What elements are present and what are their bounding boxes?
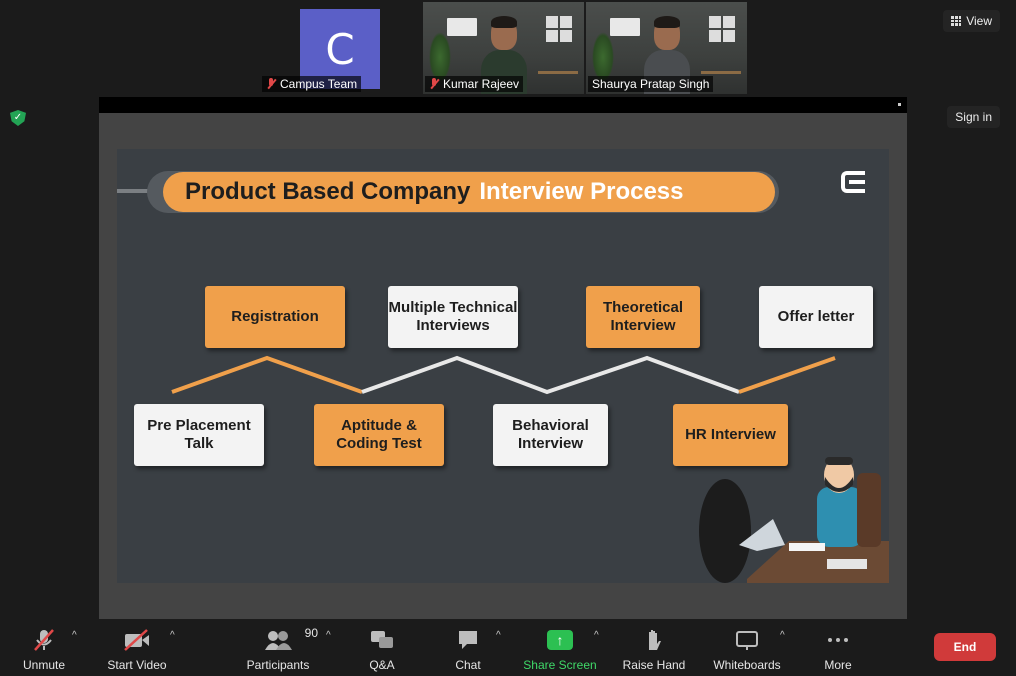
chat-icon bbox=[459, 631, 477, 649]
more-button[interactable]: More bbox=[820, 624, 856, 672]
share-screen-icon: ↑ bbox=[547, 630, 573, 650]
step-hr-interview: HR Interview bbox=[673, 404, 788, 466]
raise-hand-button[interactable]: Raise Hand bbox=[622, 624, 686, 672]
unmute-label: Unmute bbox=[22, 658, 66, 672]
end-meeting-button[interactable]: End bbox=[934, 633, 996, 661]
participant-name: Kumar Rajeev bbox=[443, 77, 520, 91]
candidate-silhouette bbox=[699, 479, 751, 583]
interviewer-beard bbox=[825, 477, 853, 492]
shared-screen: Product Based Company Interview Process … bbox=[99, 113, 907, 619]
brand-logo-icon bbox=[841, 171, 865, 193]
mic-muted-icon bbox=[429, 78, 439, 90]
participant-tile-campus-team[interactable]: C Campus Team bbox=[260, 2, 421, 94]
video-options-caret-icon[interactable]: ^ bbox=[170, 630, 175, 641]
share-screen-header bbox=[99, 97, 907, 113]
qa-button[interactable]: Q&A bbox=[362, 624, 402, 672]
step-theoretical-interview: Theoretical Interview bbox=[586, 286, 700, 348]
papers bbox=[827, 559, 867, 569]
start-video-label: Start Video bbox=[107, 658, 167, 672]
start-video-button[interactable]: Start Video bbox=[105, 624, 169, 672]
more-label: More bbox=[824, 658, 852, 672]
audio-options-caret-icon[interactable]: ^ bbox=[72, 630, 77, 641]
participant-name-label: Shaurya Pratap Singh bbox=[588, 76, 714, 92]
chat-label: Chat bbox=[455, 658, 481, 672]
grid-view-icon bbox=[951, 16, 962, 26]
slide-title: Product Based Company Interview Process bbox=[163, 172, 775, 212]
zigzag-segment-orange-1 bbox=[171, 355, 363, 394]
participants-button[interactable]: 90 Participants bbox=[246, 624, 318, 672]
zigzag-segment-white bbox=[361, 355, 740, 395]
security-shield-icon[interactable]: ✓ bbox=[10, 110, 26, 126]
step-pre-placement-talk: Pre Placement Talk bbox=[134, 404, 264, 466]
more-dots-icon bbox=[828, 638, 848, 642]
chair bbox=[857, 473, 881, 547]
unmute-button[interactable]: Unmute bbox=[20, 624, 68, 672]
slide-title-dark: Product Based Company bbox=[185, 178, 471, 205]
meeting-toolbar: Unmute ^ Start Video ^ bbox=[0, 620, 1016, 676]
participants-count: 90 bbox=[304, 626, 318, 640]
participant-name-label: Campus Team bbox=[262, 76, 362, 92]
zigzag-segment-orange-2 bbox=[738, 356, 836, 394]
step-offer-letter: Offer letter bbox=[759, 286, 873, 348]
qa-icon bbox=[371, 631, 393, 648]
share-screen-button[interactable]: ↑ Share Screen bbox=[522, 624, 598, 672]
participants-label: Participants bbox=[246, 658, 310, 672]
step-multiple-technical-interviews: Multiple Technical Interviews bbox=[388, 286, 518, 348]
wall-sign bbox=[610, 18, 640, 36]
mic-muted-icon bbox=[266, 78, 276, 90]
desk bbox=[701, 54, 741, 74]
whiteboard-icon bbox=[736, 631, 758, 650]
participant-name: Campus Team bbox=[280, 77, 358, 91]
participant-name: Shaurya Pratap Singh bbox=[592, 77, 710, 91]
participant-name-label: Kumar Rajeev bbox=[425, 76, 524, 92]
participants-icon bbox=[265, 631, 292, 650]
whiteboards-button[interactable]: Whiteboards bbox=[712, 624, 782, 672]
laptop bbox=[739, 519, 785, 551]
sign-in-button[interactable]: Sign in bbox=[947, 106, 1000, 128]
interviewer-head bbox=[824, 457, 854, 493]
chat-button[interactable]: Chat bbox=[448, 624, 488, 672]
presentation-slide: Product Based Company Interview Process … bbox=[117, 149, 889, 583]
participant-tile-shaurya-pratap-singh[interactable]: Shaurya Pratap Singh bbox=[586, 2, 747, 94]
raise-hand-label: Raise Hand bbox=[622, 658, 686, 672]
participant-tile-kumar-rajeev[interactable]: Kumar Rajeev bbox=[423, 2, 584, 94]
notebook bbox=[789, 543, 825, 551]
share-menu-dot[interactable] bbox=[898, 103, 901, 106]
interview-illustration bbox=[699, 457, 889, 583]
share-screen-label: Share Screen bbox=[523, 658, 597, 672]
share-options-caret-icon[interactable]: ^ bbox=[594, 630, 599, 641]
whiteboards-options-caret-icon[interactable]: ^ bbox=[780, 630, 785, 641]
step-aptitude-coding-test: Aptitude & Coding Test bbox=[314, 404, 444, 466]
step-registration: Registration bbox=[205, 286, 345, 348]
interviewer-body bbox=[817, 487, 863, 547]
raise-hand-icon bbox=[649, 630, 661, 650]
desk bbox=[538, 54, 578, 74]
participant-strip: C Campus Team Kumar Rajeev bbox=[260, 2, 748, 94]
view-button[interactable]: View bbox=[943, 10, 1000, 32]
view-label: View bbox=[966, 14, 992, 28]
plant-decoration bbox=[592, 32, 614, 82]
wall-frames bbox=[709, 16, 735, 42]
chat-options-caret-icon[interactable]: ^ bbox=[496, 630, 501, 641]
wall-sign bbox=[447, 18, 477, 36]
whiteboards-label: Whiteboards bbox=[713, 658, 781, 672]
interviewer-hair bbox=[825, 457, 853, 465]
step-behavioral-interview: Behavioral Interview bbox=[493, 404, 608, 466]
qa-label: Q&A bbox=[369, 658, 395, 672]
video-off-icon bbox=[124, 629, 149, 651]
title-connector-line bbox=[117, 189, 157, 193]
plant-decoration bbox=[429, 32, 451, 82]
mic-off-icon bbox=[34, 629, 54, 651]
avatar: C bbox=[300, 9, 380, 89]
table bbox=[747, 541, 889, 583]
slide-title-light: Interview Process bbox=[479, 178, 684, 205]
process-zigzag-line bbox=[171, 355, 836, 395]
participants-options-caret-icon[interactable]: ^ bbox=[326, 630, 331, 641]
wall-frames bbox=[546, 16, 572, 42]
